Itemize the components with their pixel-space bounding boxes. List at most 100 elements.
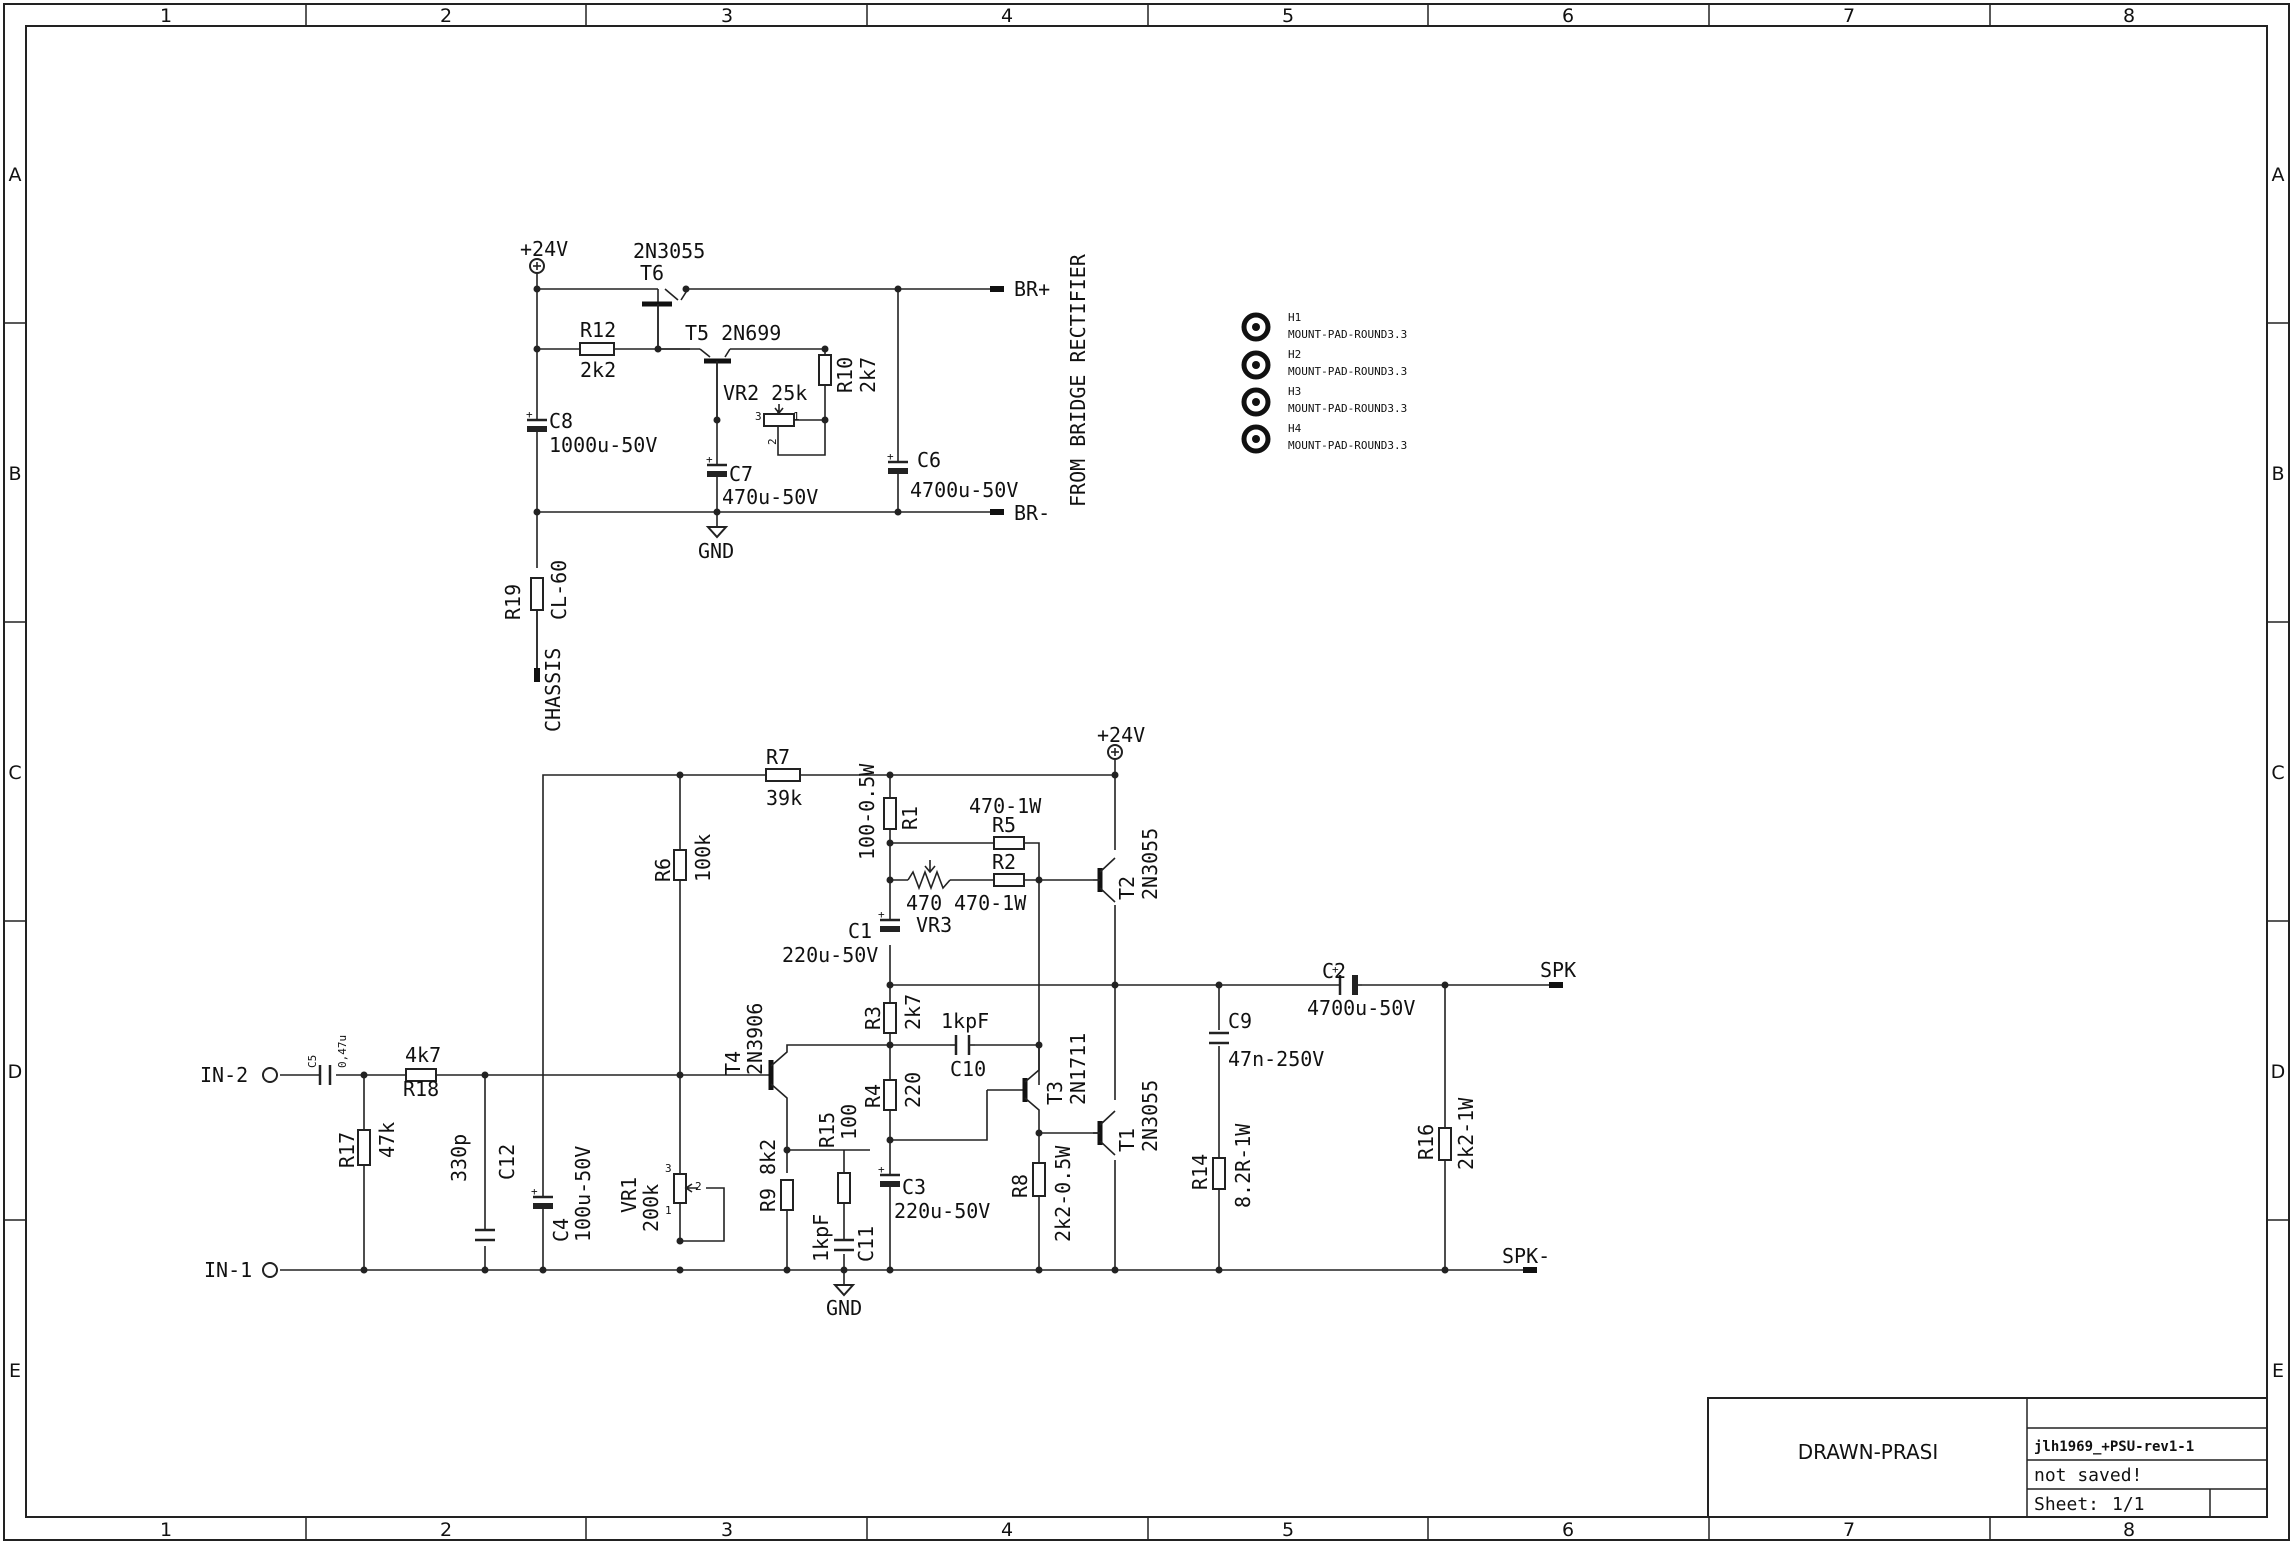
resistor-r15-icon [837, 1172, 851, 1204]
svg-text:+: + [1332, 963, 1339, 976]
col-label: 2 [440, 5, 452, 27]
svg-text:+: + [531, 1185, 538, 1198]
mounting-holes: H1 MOUNT-PAD-ROUND3.3 H2 MOUNT-PAD-ROUND… [1241, 311, 1407, 454]
t4-value-label: 2N3906 [743, 1003, 767, 1075]
r9-value-label: 8k2 [756, 1139, 780, 1175]
svg-text:+: + [887, 450, 894, 463]
row-label: D [2271, 1061, 2286, 1083]
drawn-by: DRAWN-PRASI [1798, 1440, 1938, 1464]
gnd-label: GND [698, 539, 734, 563]
c6-value-label: 4700u-50V [910, 478, 1018, 502]
psu-vplus-label: +24V [520, 237, 568, 261]
sheet-value: 1/1 [2112, 1494, 2145, 1515]
t5-label: T5 2N699 [685, 321, 781, 345]
potentiometer-vr3-icon [907, 869, 951, 891]
mount-hole-icon [1241, 350, 1271, 380]
col-label: 3 [721, 5, 733, 27]
amp-vplus-label: +24V [1097, 723, 1145, 747]
capacitor-c9-icon [1209, 1031, 1229, 1045]
from-bridge-label: FROM BRIDGE RECTIFIER [1066, 253, 1090, 507]
spk-label: SPK [1540, 958, 1576, 982]
c5-value-label: 0,47u [336, 1035, 349, 1068]
c1-value-label: 220u-50V [782, 943, 878, 967]
potentiometer-vr2-icon [763, 413, 795, 427]
r12-value-label: 2k2 [580, 358, 616, 382]
c6-ref-label: C6 [917, 448, 941, 472]
row-label: C [2271, 762, 2284, 784]
col-label: 5 [1282, 1519, 1294, 1541]
c12-ref-label: C12 [495, 1144, 519, 1180]
mount-hole-icon [1241, 312, 1271, 342]
r2-value-label: 470-1W [954, 891, 1027, 915]
r5-ref-label: R5 [992, 813, 1016, 837]
col-label: 7 [1843, 1519, 1855, 1541]
r3-ref-label: R3 [861, 1006, 885, 1030]
h4-ref: H4 [1288, 422, 1302, 435]
capacitor-c4-icon: + [531, 1185, 553, 1215]
psu-section: + + + +24V 2N3055 T6 R12 2k2 T5 2N699 [501, 237, 1090, 732]
r4-ref-label: R4 [861, 1084, 885, 1108]
r7-ref-label: R7 [766, 745, 790, 769]
r15-value-label: 100 [837, 1104, 861, 1140]
resistor-r14-icon [1212, 1157, 1226, 1190]
col-label: 2 [440, 1519, 452, 1541]
t1-value-label: 2N3055 [1138, 1080, 1162, 1152]
row-labels-left: A B C D E [8, 164, 23, 1382]
input-connector-in1-icon [262, 1262, 278, 1278]
h2-ref: H2 [1288, 348, 1301, 361]
vr2-label: VR2 25k [723, 381, 807, 405]
svg-text:3: 3 [665, 1162, 672, 1175]
capacitor-c10-icon [950, 1035, 975, 1055]
c8-value-label: 1000u-50V [549, 433, 657, 457]
vr1-value-label: 200k [639, 1184, 663, 1232]
h3-value: MOUNT-PAD-ROUND3.3 [1288, 402, 1407, 415]
chassis-label: CHASSIS [541, 648, 565, 732]
c11-value-label: 1kpF [809, 1214, 833, 1262]
r9-ref-label: R9 [756, 1188, 780, 1212]
t6-ref-label: T6 [640, 261, 664, 285]
capacitor-c1-icon: + [878, 908, 900, 932]
row-label: A [2272, 164, 2285, 186]
r18-ref-label: R18 [403, 1077, 439, 1101]
input-connector-in2-icon [262, 1067, 278, 1083]
row-label: C [8, 762, 21, 784]
title-block: DRAWN-PRASI jlh1969_+PSU-rev1-1 not save… [1707, 1397, 2268, 1518]
resistor-r19-icon [530, 577, 544, 611]
r17-value-label: 47k [375, 1122, 399, 1158]
resistor-r7-icon [765, 768, 801, 782]
resistor-r9-icon [780, 1179, 794, 1211]
h4-value: MOUNT-PAD-ROUND3.3 [1288, 439, 1407, 452]
row-label: B [8, 463, 21, 485]
r3-value-label: 2k7 [901, 994, 925, 1030]
column-labels-bottom: 1 2 3 4 5 6 7 8 [160, 1519, 2135, 1541]
r15-ref-label: R15 [815, 1112, 839, 1148]
c7-value-label: 470u-50V [722, 485, 818, 509]
r8-ref-label: R8 [1008, 1174, 1032, 1198]
resistor-r16-icon [1438, 1127, 1452, 1161]
resistor-r18-icon [405, 1068, 437, 1082]
resistor-r2-icon [993, 873, 1025, 887]
r7-value-label: 39k [766, 786, 802, 810]
svg-text:+: + [526, 408, 533, 421]
c9-ref-label: C9 [1228, 1009, 1252, 1033]
t1-ref-label: T1 [1115, 1128, 1139, 1152]
resistor-r3-icon [883, 1002, 897, 1034]
mount-hole-icon [1241, 387, 1271, 417]
resistor-r4-icon [883, 1079, 897, 1111]
t3-value-label: 2N1711 [1066, 1033, 1090, 1105]
col-label: 5 [1282, 5, 1294, 27]
c2-ref-label: C2 [1322, 959, 1346, 983]
in1-label: IN-1 [204, 1258, 252, 1282]
h1-value: MOUNT-PAD-ROUND3.3 [1288, 328, 1407, 341]
inner-border [25, 25, 2268, 1518]
connector-spk-minus-icon [1523, 1267, 1537, 1273]
row-labels-right: A B C D E [2271, 164, 2286, 1382]
connector-br-plus-icon [990, 286, 1004, 292]
c12-value-label: 330p [447, 1134, 471, 1182]
capacitor-c5-icon [318, 1065, 332, 1085]
r5-value-label: 470-1W [969, 794, 1042, 818]
h2-value: MOUNT-PAD-ROUND3.3 [1288, 365, 1407, 378]
connector-chassis-icon [534, 668, 540, 682]
save-status: not saved! [2034, 1465, 2142, 1486]
